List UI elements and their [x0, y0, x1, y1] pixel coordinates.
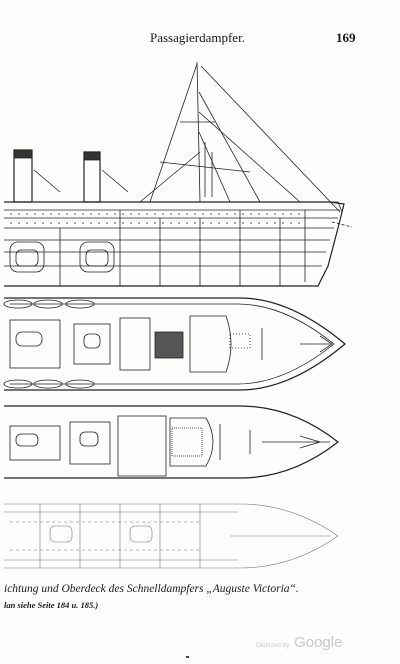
caption-note: lan siehe Seite 184 u. 185.) — [4, 600, 99, 610]
digitized-by-google-watermark: Digitized by Google — [256, 634, 342, 652]
watermark-brand: Google — [294, 634, 343, 651]
running-title: Passagierdampfer. — [150, 30, 245, 45]
page-number: 169 — [336, 30, 356, 45]
deck-plan-upper — [3, 297, 346, 391]
deck-plan-lower — [4, 503, 339, 569]
print-mark — [186, 656, 189, 658]
deck-plan-middle — [4, 405, 339, 479]
side-elevation-drawing — [4, 61, 353, 287]
watermark-prefix: Digitized by — [256, 642, 290, 649]
ship-plan-figure — [3, 61, 353, 569]
figure-caption: ichtung und Oberdeck des Schnelldampfers… — [4, 583, 299, 595]
page-header: Passagierdampfer. 169 — [0, 30, 400, 50]
